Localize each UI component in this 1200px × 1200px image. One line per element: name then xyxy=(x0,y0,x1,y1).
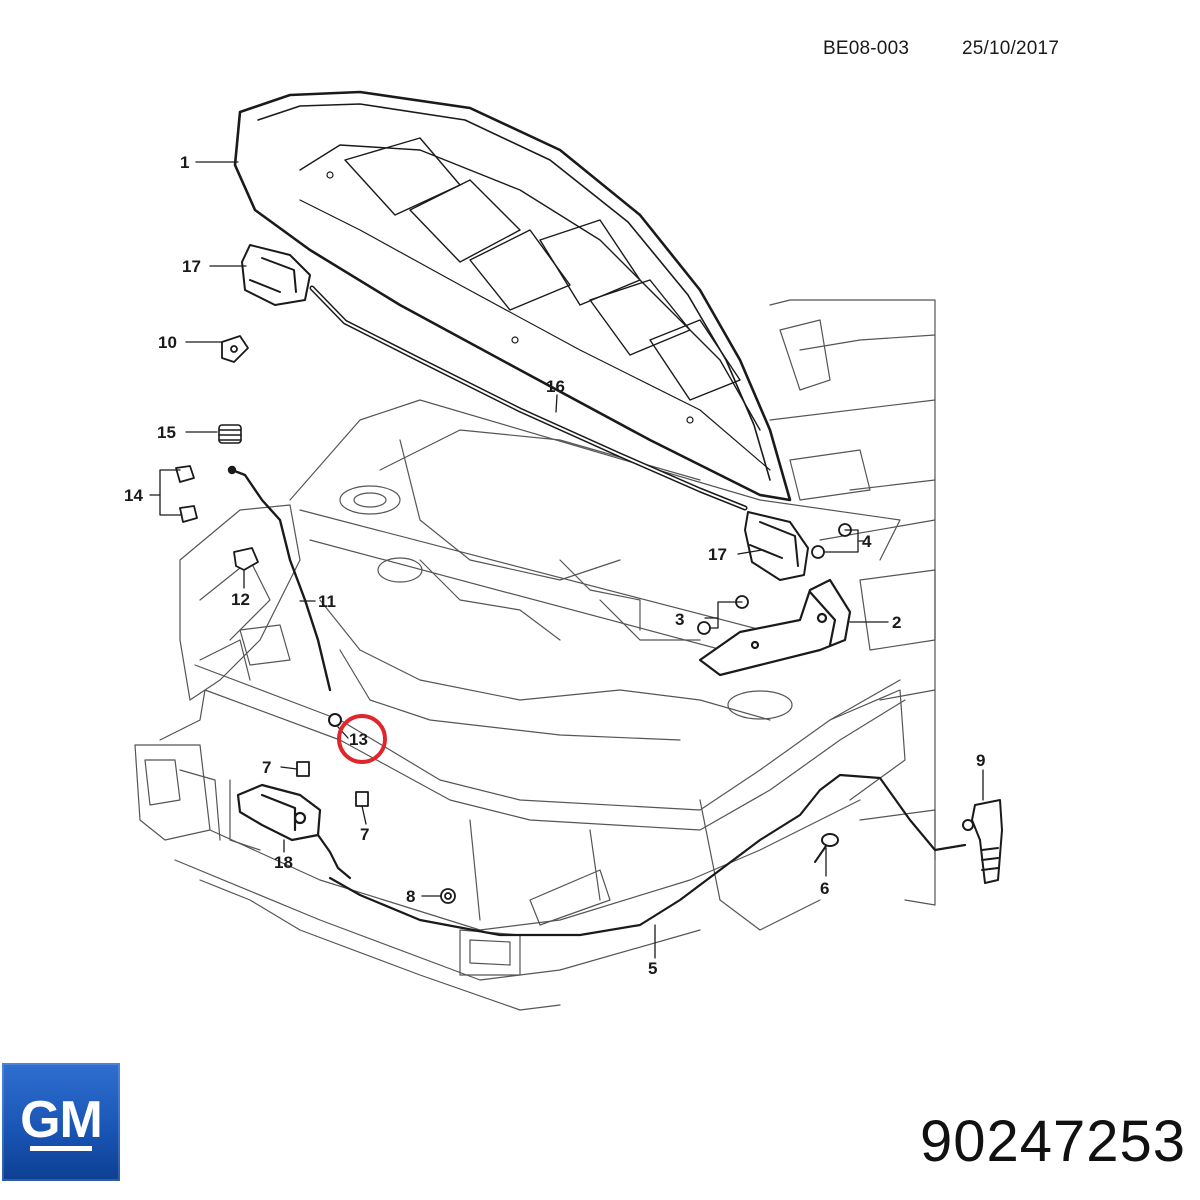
callout-17b: 17 xyxy=(708,545,727,564)
document-date: 25/10/2017 xyxy=(962,38,1060,59)
hood-panel xyxy=(233,90,792,502)
fastener-13 xyxy=(328,713,342,727)
callout-14: 14 xyxy=(124,486,143,505)
highlight-ring xyxy=(337,714,387,764)
callout-18: 18 xyxy=(274,853,293,872)
body-structure xyxy=(134,299,936,1011)
callout-7b: 7 xyxy=(360,825,369,844)
release-cable-5 xyxy=(328,773,967,937)
callout-1: 1 xyxy=(180,153,189,172)
bumper-15 xyxy=(218,424,242,444)
release-handle-9 xyxy=(962,799,1003,884)
callout-10: 10 xyxy=(158,333,177,352)
bumper-block-upper xyxy=(241,244,311,306)
callout-7a: 7 xyxy=(262,758,271,777)
callout-6: 6 xyxy=(820,879,829,898)
part-number: 90247253 xyxy=(919,1109,1186,1174)
bolts-4 xyxy=(811,523,852,559)
nut-8 xyxy=(440,888,456,904)
bumper-block-lower xyxy=(744,511,809,581)
callout-8: 8 xyxy=(406,887,415,906)
hood-hinge xyxy=(698,578,852,677)
grommet-6 xyxy=(814,833,839,863)
callout-4: 4 xyxy=(862,532,872,551)
callout-15: 15 xyxy=(157,423,176,442)
callout-16: 16 xyxy=(546,377,565,396)
callout-12: 12 xyxy=(231,590,250,609)
bolt-7-left xyxy=(296,761,310,777)
callout-3: 3 xyxy=(675,610,684,629)
callout-13: 13 xyxy=(349,730,368,749)
callout-2: 2 xyxy=(892,613,901,632)
callout-9: 9 xyxy=(976,751,985,770)
grommets-14 xyxy=(175,465,198,523)
document-code: BE08-003 xyxy=(823,38,910,59)
gm-logo: GM xyxy=(2,1063,120,1181)
clip-12 xyxy=(233,547,259,571)
gm-logo-underline xyxy=(30,1146,92,1151)
hood-latch-18 xyxy=(236,783,352,880)
callout-labels: 1 2 3 4 5 6 7 7 8 9 10 11 12 13 14 15 16… xyxy=(124,153,985,978)
callout-17a: 17 xyxy=(182,257,201,276)
bolt-7-right xyxy=(355,791,369,807)
parts-exploded-diagram: 1 2 3 4 5 6 7 7 8 9 10 11 12 13 14 15 16… xyxy=(124,90,1003,1011)
callout-11: 11 xyxy=(318,592,336,611)
callout-5: 5 xyxy=(648,959,657,978)
fastener-10 xyxy=(221,335,249,363)
prop-rod-11 xyxy=(227,465,332,692)
gm-logo-text: GM xyxy=(20,1091,103,1149)
hood-support-rod xyxy=(309,285,748,511)
